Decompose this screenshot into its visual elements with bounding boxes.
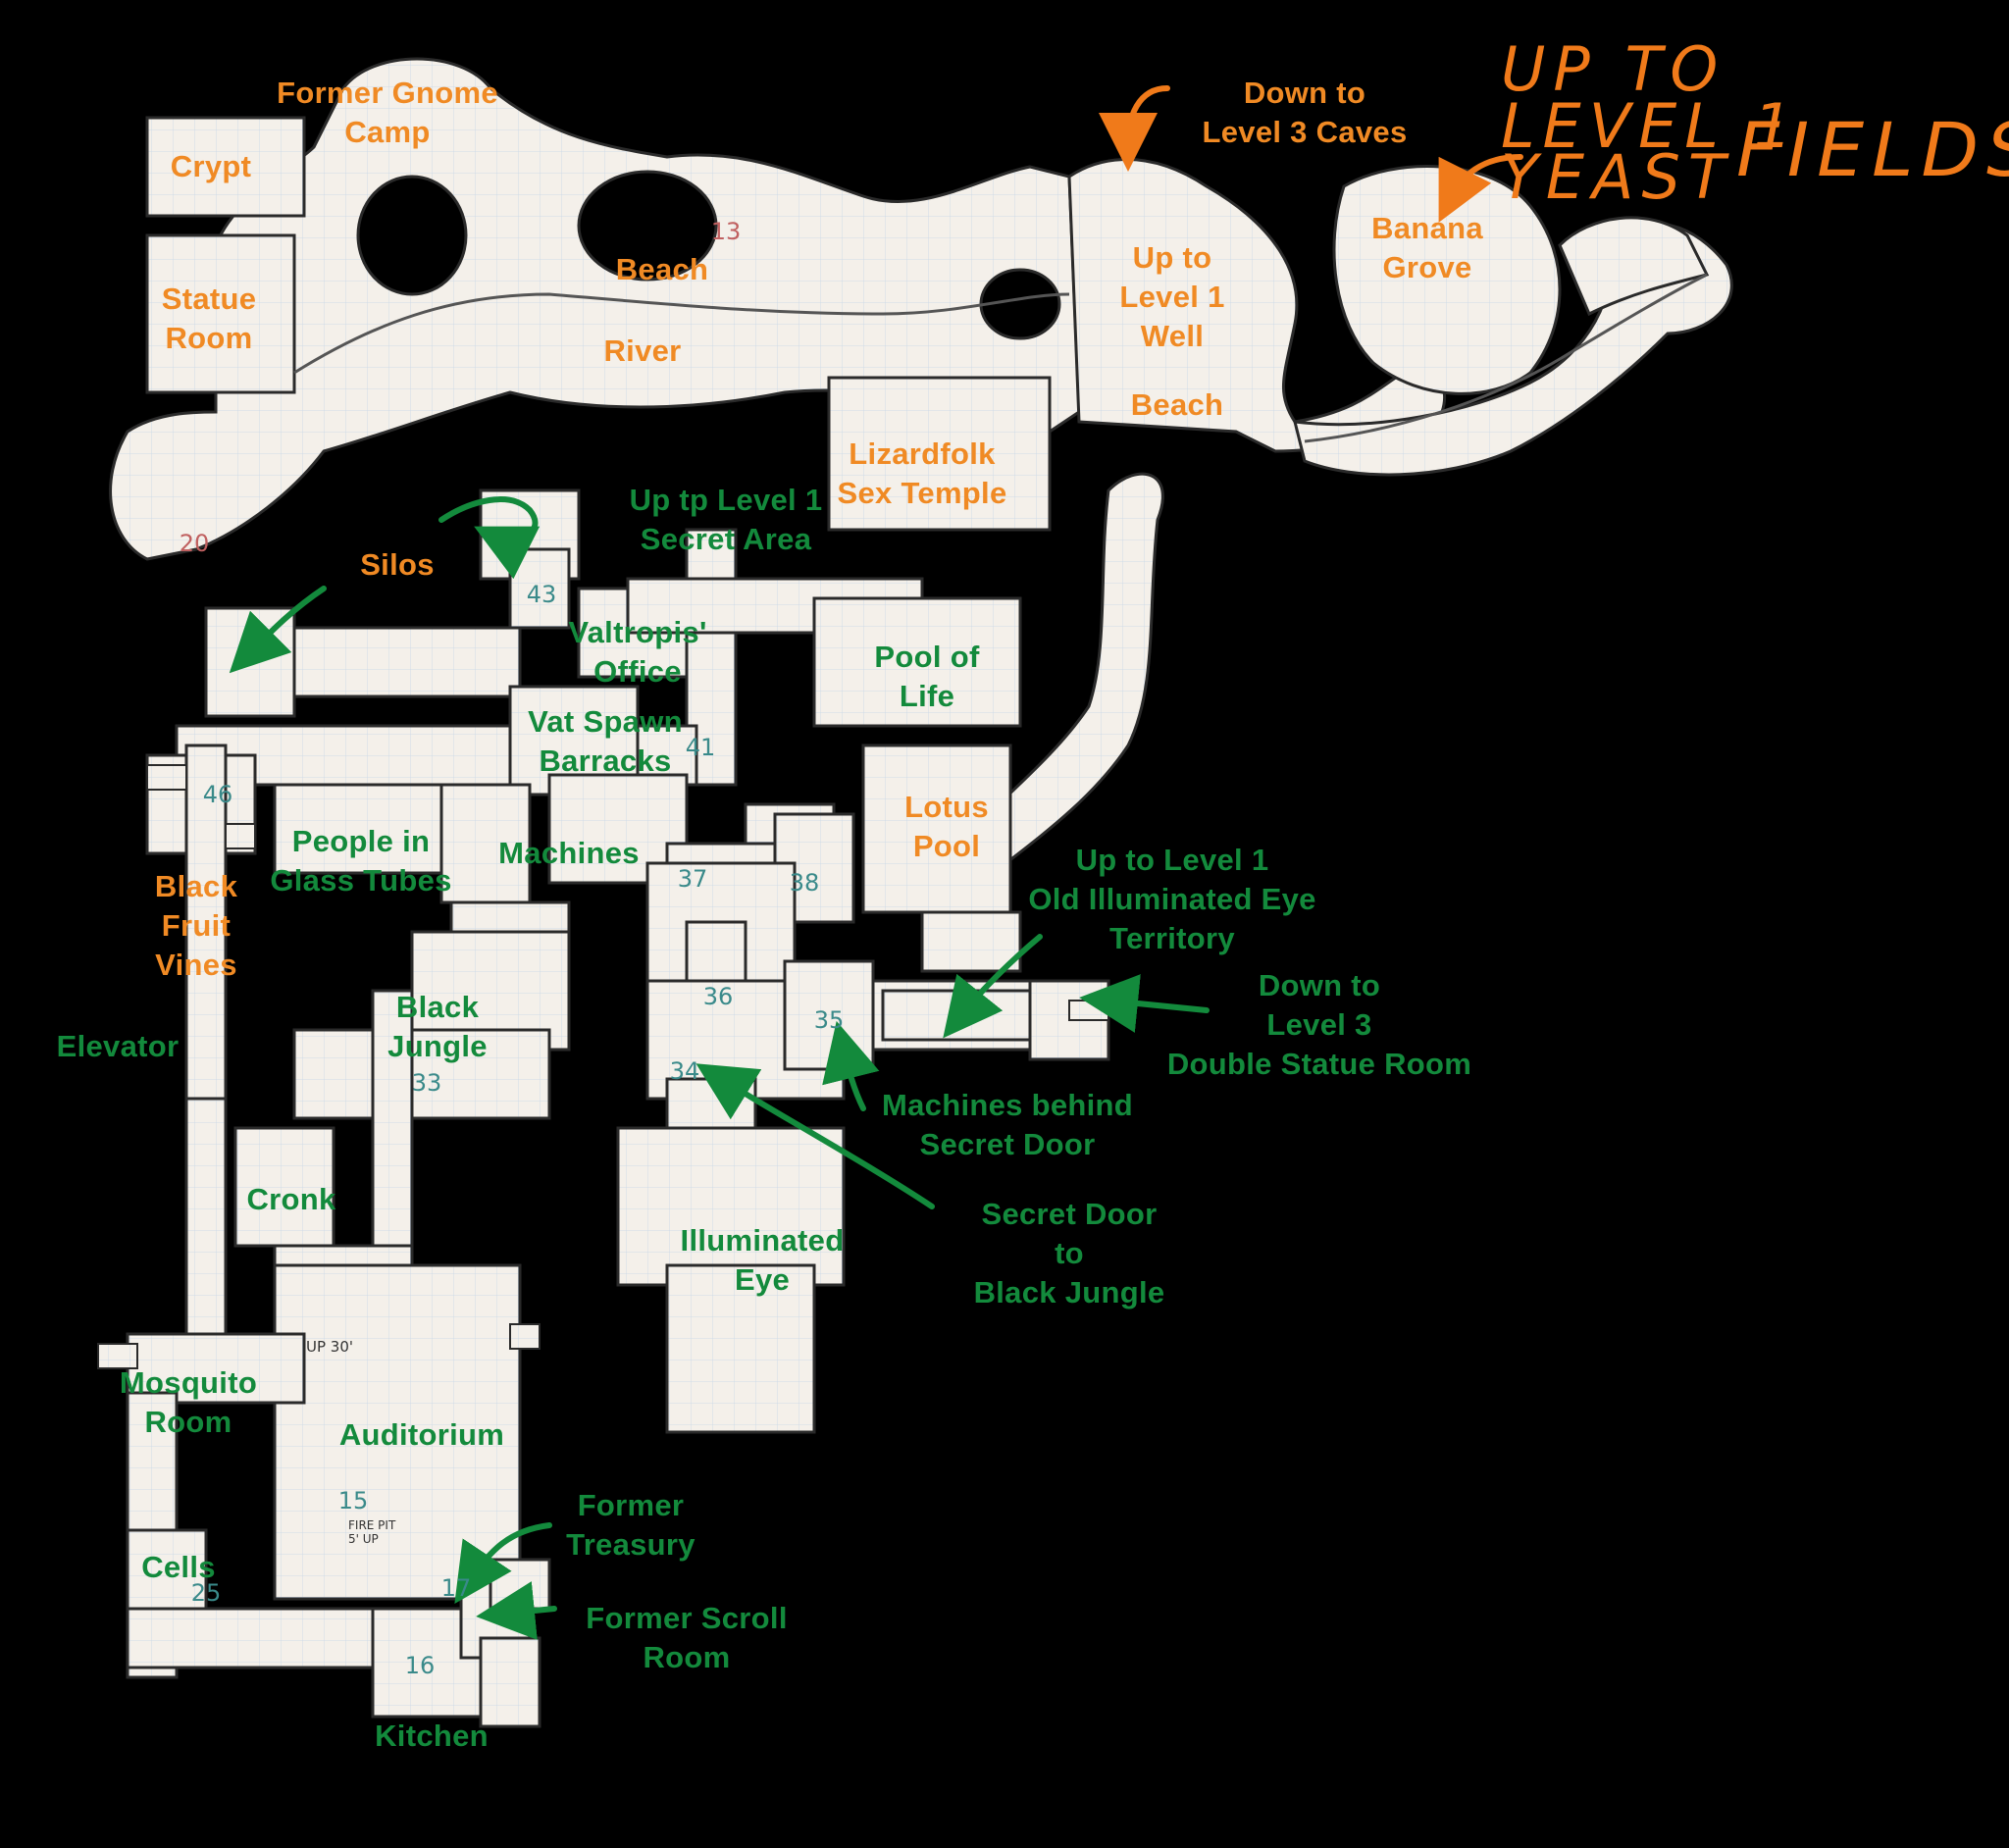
label-lizardfolk-temple: Lizardfolk Sex Temple <box>837 436 1007 510</box>
label-elevator: Elevator <box>56 1029 180 1063</box>
river-line-east <box>1304 273 1708 443</box>
label-mosquito-room: Mosquito Room <box>119 1365 258 1439</box>
room-number-41: 41 <box>685 734 716 761</box>
room-number-38: 38 <box>789 869 820 897</box>
label-up-level1-secret-area: Up tp Level 1 Secret Area <box>629 483 823 556</box>
label-lotus-pool: Lotus Pool <box>904 790 989 863</box>
label-vat-spawn-barracks: Vat Spawn Barracks <box>528 704 683 778</box>
room-number-36: 36 <box>702 983 734 1010</box>
label-former-gnome-camp: Former Gnome Camp <box>277 76 498 149</box>
room-number-43: 43 <box>526 581 557 608</box>
room-number-34: 34 <box>669 1057 700 1085</box>
label-river: River <box>603 334 682 368</box>
annotation-up-30: UP 30' <box>306 1338 354 1356</box>
label-valtropis-office: Valtropis' Office <box>568 615 707 689</box>
room-number-46: 46 <box>202 781 233 808</box>
room-number-16: 16 <box>404 1652 436 1679</box>
label-illuminated-eye: Illuminated Eye <box>680 1223 845 1297</box>
lizardfolk-temple-room <box>827 376 1052 532</box>
room-number-20: 20 <box>179 530 210 557</box>
label-black-fruit-vines: Black Fruit Vines <box>154 869 238 982</box>
yeast-fields-scrawl-line3: YEAST <box>1501 141 1733 213</box>
label-beach-east: Beach <box>1130 387 1224 422</box>
label-cronk: Cronk <box>246 1182 336 1216</box>
label-people-in-glass-tubes: People in Glass Tubes <box>270 824 452 898</box>
annotation-fire-pit: FIRE PIT 5' UP <box>348 1518 396 1546</box>
label-beach-north: Beach <box>615 252 709 286</box>
cave-pillars <box>356 170 1061 340</box>
room-number-25: 25 <box>190 1579 222 1607</box>
label-statue-room: Statue Room <box>161 282 257 355</box>
label-machines: Machines <box>498 836 640 870</box>
room-number-35: 35 <box>813 1006 845 1034</box>
label-former-treasury: Former Treasury <box>566 1488 695 1562</box>
river-line <box>293 292 1070 375</box>
label-auditorium: Auditorium <box>338 1417 505 1452</box>
label-cells: Cells <box>141 1550 216 1584</box>
label-crypt: Crypt <box>170 149 252 183</box>
north-caves <box>109 57 1733 561</box>
room-number-17: 17 <box>440 1574 472 1602</box>
label-down-level3-double-statue: Down to Level 3 Double Statue Room <box>1166 968 1472 1081</box>
green-arrows <box>229 496 1210 1640</box>
label-pool-of-life: Pool of Life <box>874 640 980 713</box>
orange-arrows <box>1099 85 1523 223</box>
label-down-level3-caves: Down to Level 3 Caves <box>1202 76 1408 149</box>
label-banana-grove: Banana Grove <box>1371 211 1483 284</box>
room-number-33: 33 <box>411 1069 442 1097</box>
room-number-13: 13 <box>710 218 742 245</box>
room-number-15: 15 <box>337 1487 369 1514</box>
east-corridor <box>939 472 1164 885</box>
room-number-37: 37 <box>677 865 708 893</box>
central-complex <box>145 488 1110 1434</box>
label-kitchen: Kitchen <box>375 1719 489 1753</box>
label-former-scroll-room: Former Scroll Room <box>586 1601 788 1674</box>
yeast-fields-scrawl-line2: LEVEL 1 <box>1501 90 1800 162</box>
label-machines-behind-secret-door: Machines behind Secret Door <box>882 1088 1133 1161</box>
label-up-level1-eye-territory: Up to Level 1 Old Illuminated Eye Territ… <box>1028 843 1316 955</box>
yeast-fields-scrawl-line1: UP TO <box>1501 33 1726 105</box>
label-silos: Silos <box>360 547 435 582</box>
label-black-jungle: Black Jungle <box>387 990 488 1063</box>
label-secret-door-to-black-jungle: Secret Door to Black Jungle <box>973 1197 1165 1309</box>
yeast-fields-scrawl-line4: FIELDS <box>1736 106 2009 193</box>
label-up-level1-well: Up to Level 1 Well <box>1119 240 1225 353</box>
